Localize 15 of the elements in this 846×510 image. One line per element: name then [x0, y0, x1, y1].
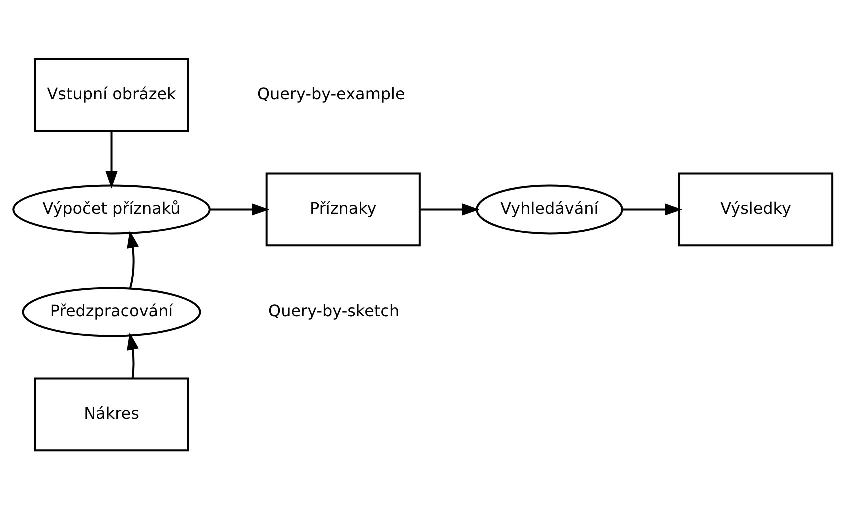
- node-box: Nákres: [34, 378, 190, 452]
- arrow: [622, 204, 682, 216]
- arrow: [127, 332, 139, 379]
- arrow: [106, 131, 118, 189]
- arrow: [127, 230, 140, 289]
- arrow: [210, 204, 270, 216]
- node-ellipse: Výpočet příznaků: [12, 184, 211, 235]
- node-box: Vstupní obrázek: [34, 58, 190, 132]
- node-ellipse: Předzpracování: [22, 287, 202, 338]
- node-box: Příznaky: [266, 172, 421, 247]
- node-box: Výsledky: [678, 172, 834, 247]
- node-ellipse: Vyhledávání: [476, 184, 624, 235]
- label: Query-by-sketch: [268, 301, 400, 320]
- arrow: [420, 204, 480, 216]
- label: Query-by-example: [257, 84, 406, 104]
